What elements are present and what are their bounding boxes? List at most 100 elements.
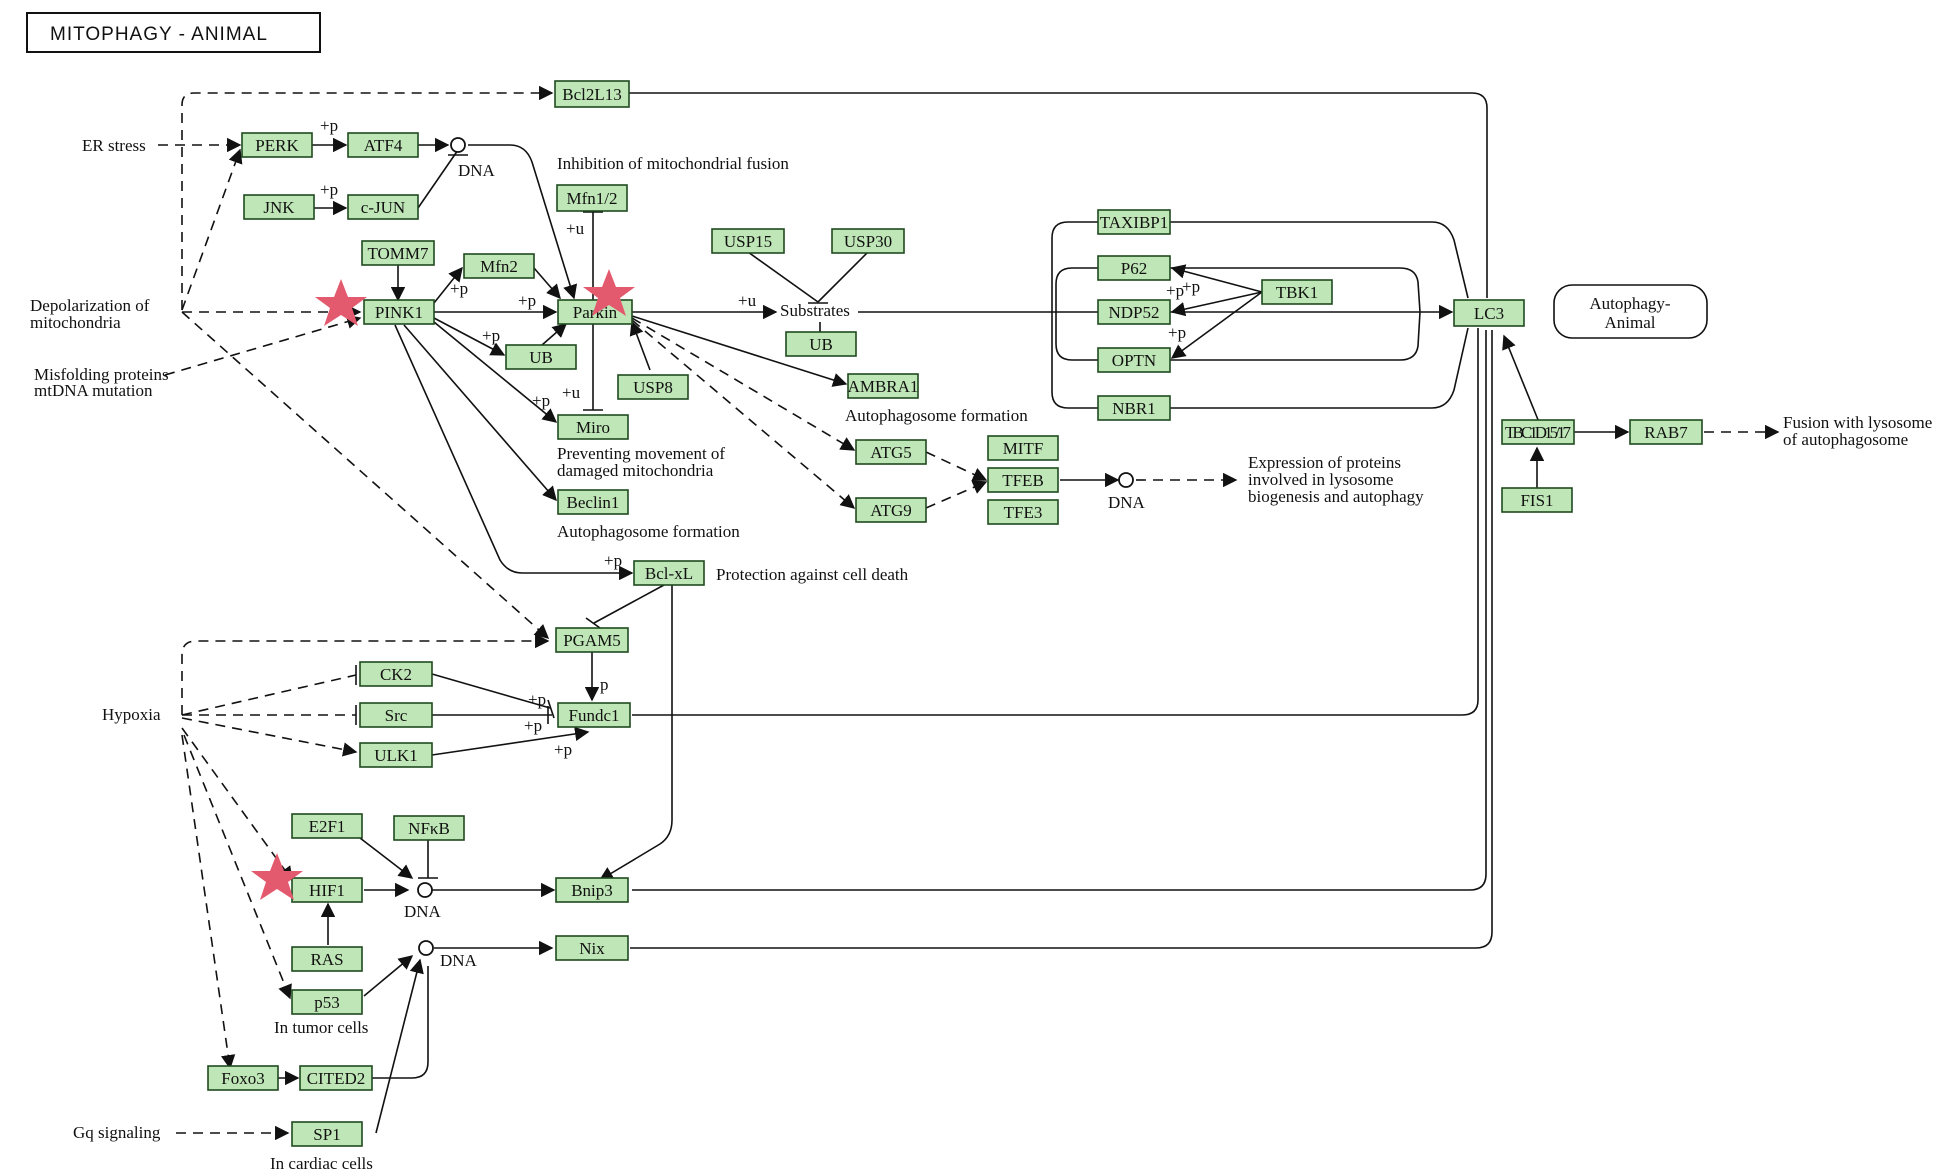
- gene-label: p53: [314, 993, 340, 1012]
- gene-label: Mfn2: [480, 257, 518, 276]
- gene-ub1[interactable]: UB: [505, 344, 577, 370]
- gene-nbr1[interactable]: NBR1: [1097, 395, 1171, 421]
- highlight-stars: [251, 269, 635, 900]
- gene-mitf[interactable]: MITF: [987, 435, 1059, 461]
- gene-pink1[interactable]: PINK1: [363, 299, 435, 325]
- gene-p62[interactable]: P62: [1097, 255, 1171, 281]
- mod-plus-u: +u: [562, 383, 581, 402]
- gene-bnip3[interactable]: Bnip3: [555, 877, 629, 903]
- gene-ub2[interactable]: UB: [785, 331, 857, 357]
- gene-label: PINK1: [375, 303, 423, 322]
- gene-miro[interactable]: Miro: [557, 414, 629, 440]
- mod-plus-p: +p: [524, 716, 542, 735]
- map-link-autophagy-animal[interactable]: Autophagy- Animal: [1553, 284, 1708, 339]
- gene-cited2[interactable]: CITED2: [299, 1065, 373, 1091]
- gene-fundc1[interactable]: Fundc1: [557, 702, 631, 728]
- gene-label: LC3: [1474, 304, 1504, 323]
- gene-label: TAXIBP1: [1100, 213, 1169, 232]
- gene-pgam5[interactable]: PGAM5: [555, 627, 629, 653]
- star-icon: [583, 269, 635, 316]
- label-dna-nix: DNA: [440, 951, 478, 970]
- gene-label: SP1: [313, 1125, 340, 1144]
- label-hypoxia: Hypoxia: [102, 705, 161, 724]
- gene-p53[interactable]: p53: [291, 989, 363, 1015]
- gene-src[interactable]: Src: [359, 702, 433, 728]
- gene-mfn2[interactable]: Mfn2: [463, 253, 535, 279]
- gene-usp30[interactable]: USP30: [831, 228, 905, 254]
- gene-ambra1[interactable]: AMBRA1: [847, 373, 919, 399]
- gene-label: ULK1: [374, 746, 417, 765]
- gene-usp8[interactable]: USP8: [617, 374, 689, 400]
- label-depolarization-2: mitochondria: [30, 313, 121, 332]
- gene-label: Bcl2L13: [562, 85, 622, 104]
- label-depolarization-1: Depolarization of: [30, 296, 150, 315]
- gene-label: AMBRA1: [848, 377, 919, 396]
- label-in-cardiac-cells: In cardiac cells: [270, 1154, 373, 1173]
- gene-label: ATF4: [364, 136, 403, 155]
- gene-label: Beclin1: [567, 493, 620, 512]
- gene-tbk1[interactable]: TBK1: [1261, 279, 1333, 305]
- gene-nix[interactable]: Nix: [555, 935, 629, 961]
- label-gq-signaling: Gq signaling: [73, 1123, 161, 1142]
- gene-hif1[interactable]: HIF1: [291, 877, 363, 903]
- svg-text:MITOPHAGY - ANIMAL: MITOPHAGY - ANIMAL: [50, 24, 268, 45]
- gene-label: CITED2: [307, 1069, 366, 1088]
- gene-label: TBK1: [1276, 283, 1319, 302]
- label-fusion-2: of autophagosome: [1783, 430, 1908, 449]
- mod-plus-p: +p: [1168, 323, 1186, 342]
- gene-optn[interactable]: OPTN: [1097, 347, 1171, 373]
- gene-beclin1[interactable]: Beclin1: [557, 489, 629, 515]
- gene-nfkb[interactable]: NFκB: [393, 815, 465, 841]
- gene-label: Miro: [576, 418, 610, 437]
- label-preventing-2: damaged mitochondria: [557, 461, 714, 480]
- label-misfolding-1: Misfolding proteins: [34, 365, 169, 384]
- mod-plus-p: +p: [320, 116, 338, 135]
- gene-label: Mfn1/2: [567, 189, 618, 208]
- gene-label: USP8: [633, 378, 673, 397]
- gene-label: OPTN: [1112, 351, 1156, 370]
- gene-atf4[interactable]: ATF4: [347, 132, 419, 158]
- gene-taxibp1[interactable]: TAXIBP1: [1097, 209, 1171, 235]
- gene-sp1[interactable]: SP1: [291, 1121, 363, 1147]
- gene-fis1[interactable]: FIS1: [1501, 487, 1573, 513]
- gene-bclxl[interactable]: Bcl-xL: [633, 560, 705, 586]
- mod-plus-p: +p: [450, 279, 468, 298]
- gene-label: Fundc1: [569, 706, 620, 725]
- gene-label: RAS: [310, 950, 343, 969]
- gene-ndp52[interactable]: NDP52: [1097, 299, 1171, 325]
- label-substrates: Substrates: [780, 301, 850, 320]
- gene-lc3[interactable]: LC3: [1453, 299, 1525, 327]
- gene-rab7[interactable]: RAB7: [1629, 419, 1703, 445]
- mod-plus-p: +p: [604, 551, 622, 570]
- gene-tbc1d15[interactable]: TBC1D15/17: [1501, 419, 1575, 445]
- gene-usp15[interactable]: USP15: [711, 228, 785, 254]
- gene-label: TBC1D15/17: [1505, 423, 1572, 442]
- gene-atg5[interactable]: ATG5: [855, 439, 927, 465]
- gene-foxo3[interactable]: Foxo3: [207, 1065, 279, 1091]
- gene-tfeb[interactable]: TFEB: [987, 467, 1059, 493]
- gene-cjun[interactable]: c-JUN: [347, 194, 419, 220]
- gene-mfn12[interactable]: Mfn1/2: [556, 184, 628, 212]
- gene-ulk1[interactable]: ULK1: [359, 742, 433, 768]
- label-autophagosome-2: Autophagosome formation: [557, 522, 740, 541]
- gene-perk[interactable]: PERK: [241, 132, 313, 158]
- gene-ras[interactable]: RAS: [291, 946, 363, 972]
- label-er-stress: ER stress: [82, 136, 146, 155]
- label-dna-tfeb: DNA: [1108, 493, 1146, 512]
- gene-label: MITF: [1003, 439, 1044, 458]
- gene-label: TFEB: [1002, 471, 1044, 490]
- label-dna-atf4: DNA: [458, 161, 496, 180]
- mod-plus-p: +p: [320, 180, 338, 199]
- gene-tomm7[interactable]: TOMM7: [361, 240, 435, 266]
- gene-atg9[interactable]: ATG9: [855, 497, 927, 523]
- label-expression-1: Expression of proteins: [1248, 453, 1401, 472]
- gene-bcl2l13[interactable]: Bcl2L13: [554, 80, 630, 108]
- gene-jnk[interactable]: JNK: [243, 194, 315, 220]
- mod-p: p: [600, 675, 609, 694]
- label-dna-hif1: DNA: [404, 902, 442, 921]
- gene-tfe3[interactable]: TFE3: [987, 499, 1059, 525]
- gene-e2f1[interactable]: E2F1: [291, 813, 363, 839]
- gene-ck2[interactable]: CK2: [359, 661, 433, 687]
